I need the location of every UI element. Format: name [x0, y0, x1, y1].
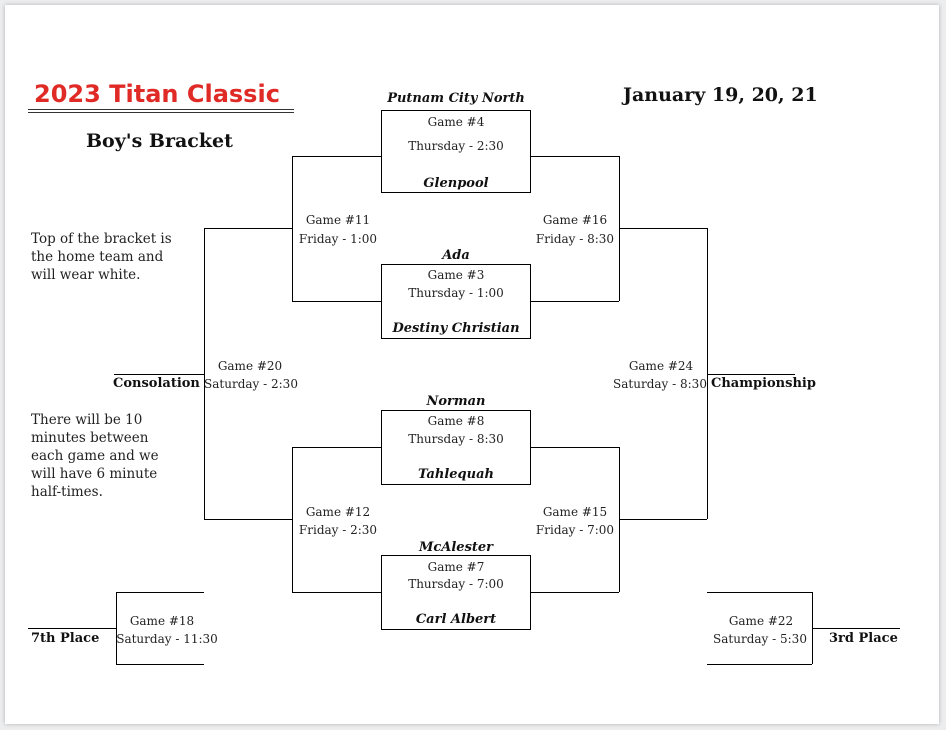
line-g4-right: [531, 156, 619, 157]
game-8-box: [381, 410, 531, 485]
line-g12-vertical: [292, 447, 293, 592]
line-3rd-place: [812, 628, 900, 629]
bracket-subtitle: Boy's Bracket: [86, 130, 233, 152]
line-g7-left: [292, 592, 381, 593]
seventh-place-label: 7th Place: [31, 631, 100, 646]
line-g24-bottom: [619, 519, 707, 520]
game-4-time: Thursday - 2:30: [408, 139, 504, 153]
line-g8-left: [292, 447, 381, 448]
game-7-box: [381, 555, 531, 630]
line-g4-left: [292, 156, 381, 157]
game-7-number: Game #7: [427, 560, 485, 574]
team-glenpool: Glenpool: [423, 176, 489, 191]
game-24-number: Game #24: [628, 359, 694, 373]
line-g20-top: [204, 228, 292, 229]
line-g8-right: [531, 447, 619, 448]
home-team-note: Top of the bracket is the home team and …: [31, 231, 172, 283]
line-g18-vertical: [116, 592, 117, 664]
game-4-box: [381, 110, 531, 193]
game-12-time: Friday - 2:30: [298, 523, 378, 537]
line-g7-right: [531, 592, 619, 593]
game-3-number: Game #3: [427, 268, 485, 282]
line-g20-bottom: [204, 519, 292, 520]
line-g24-vertical: [707, 228, 708, 519]
title-underline-2: [28, 112, 294, 113]
consolation-label: Consolation: [113, 376, 200, 391]
line-g18-bottom: [116, 664, 204, 665]
team-putnam-city-north: Putnam City North: [387, 91, 525, 106]
team-ada: Ada: [442, 248, 470, 263]
game-18-number: Game #18: [129, 614, 195, 628]
line-g20-vertical: [204, 228, 205, 519]
game-22-time: Saturday - 5:30: [713, 632, 807, 646]
game-20-number: Game #20: [217, 359, 283, 373]
game-18-time: Saturday - 11:30: [116, 632, 218, 646]
line-g3-right: [531, 301, 619, 302]
line-g24-top: [619, 228, 707, 229]
game-22-number: Game #22: [728, 614, 794, 628]
team-mcalester: McAlester: [418, 540, 494, 555]
game-15-number: Game #15: [542, 505, 608, 519]
game-8-number: Game #8: [427, 414, 485, 428]
line-7th-place: [28, 628, 116, 629]
game-16-number: Game #16: [542, 213, 608, 227]
game-20-time: Saturday - 2:30: [204, 377, 298, 391]
game-15-time: Friday - 7:00: [535, 523, 615, 537]
line-g18-top: [116, 592, 204, 593]
game-11-time: Friday - 1:00: [298, 232, 378, 246]
line-g11-vertical: [292, 156, 293, 301]
third-place-label: 3rd Place: [829, 631, 898, 646]
line-consolation: [114, 374, 204, 375]
game-3-box: [381, 264, 531, 339]
game-7-time: Thursday - 7:00: [408, 577, 504, 591]
game-3-time: Thursday - 1:00: [408, 286, 504, 300]
game-24-time: Saturday - 8:30: [613, 377, 707, 391]
line-g22-bottom: [707, 664, 812, 665]
championship-label: Championship: [711, 376, 816, 391]
game-16-time: Friday - 8:30: [535, 232, 615, 246]
title-underline-1: [28, 109, 294, 110]
game-11-number: Game #11: [305, 213, 371, 227]
line-g3-left: [292, 301, 381, 302]
game-4-number: Game #4: [427, 115, 485, 129]
line-g22-top: [707, 592, 812, 593]
timing-note: There will be 10 minutes between each ga…: [31, 412, 159, 500]
game-8-time: Thursday - 8:30: [408, 432, 504, 446]
team-carl-albert: Carl Albert: [415, 612, 497, 627]
line-championship: [707, 374, 795, 375]
tournament-title: 2023 Titan Classic: [34, 80, 280, 108]
game-12-number: Game #12: [305, 505, 371, 519]
team-tahlequah: Tahlequah: [418, 467, 494, 482]
team-norman: Norman: [426, 394, 486, 409]
team-destiny-christian: Destiny Christian: [392, 321, 520, 336]
tournament-dates: January 19, 20, 21: [623, 84, 818, 106]
